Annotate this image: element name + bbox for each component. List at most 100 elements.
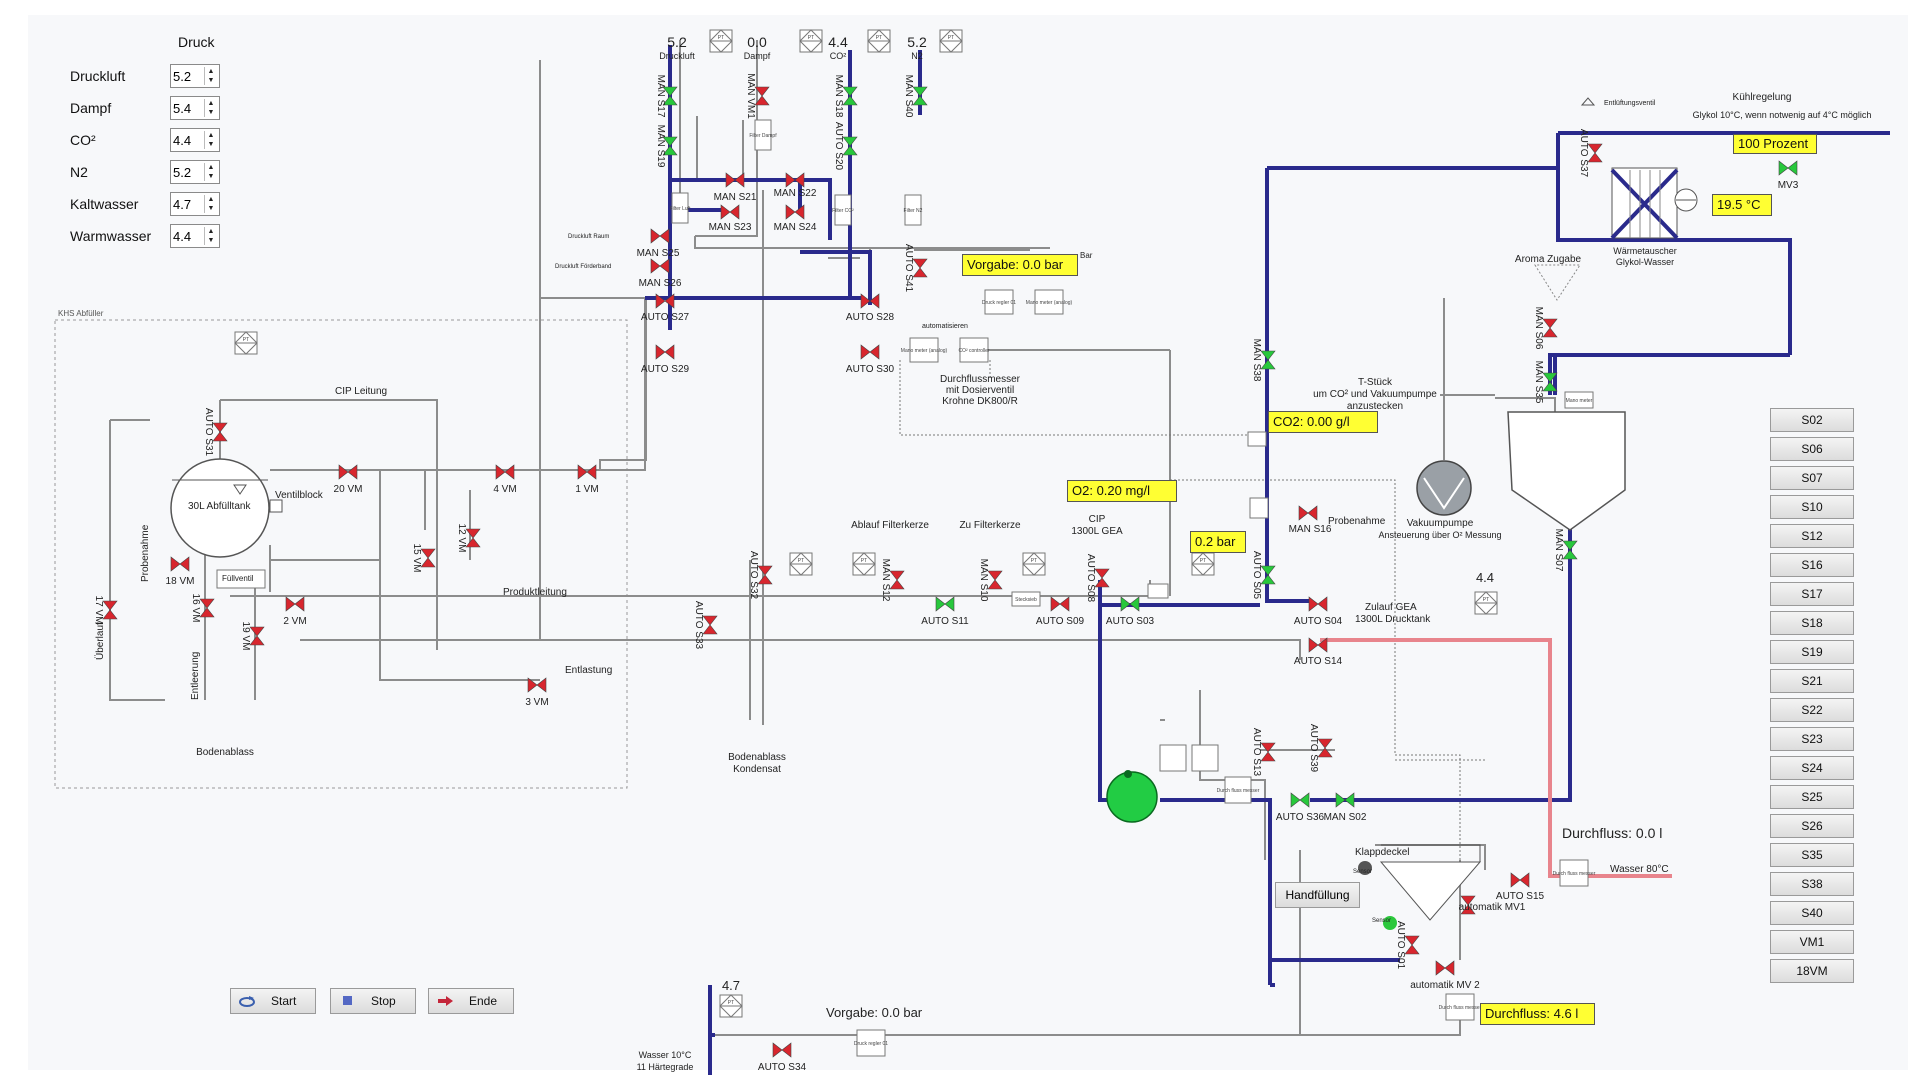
valve-button-s40[interactable]: S40 (1770, 901, 1854, 925)
valve-s12[interactable]: MAN S12 (880, 559, 905, 602)
valve-vm12[interactable]: 12 VM (456, 524, 481, 553)
valve-s27[interactable]: AUTO S27 (641, 293, 690, 323)
pressure-spinner: ▲▼ (170, 224, 220, 248)
valve-button-s12[interactable]: S12 (1770, 524, 1854, 548)
valve-vm19[interactable]: 19 VM (240, 622, 265, 651)
valve-button-vm1[interactable]: VM1 (1770, 930, 1854, 954)
valve-s09[interactable]: AUTO S09 (1036, 596, 1085, 627)
valve-button-s25[interactable]: S25 (1770, 785, 1854, 809)
start-button[interactable]: Start (230, 988, 316, 1014)
arrow-up-icon[interactable]: ▲ (204, 99, 217, 108)
valve-button-s24[interactable]: S24 (1770, 756, 1854, 780)
valve-s04[interactable]: AUTO S04 (1294, 596, 1343, 627)
valve-mv1[interactable]: automatik MV1 (1459, 895, 1526, 915)
valve-s02[interactable]: MAN S02 (1324, 792, 1367, 823)
valve-vm1[interactable]: MAN VM1 (745, 73, 770, 119)
valve-button-s02[interactable]: S02 (1770, 408, 1854, 432)
valve-vm1b[interactable]: 1 VM (575, 464, 599, 495)
valve-s40[interactable]: MAN S40 (903, 75, 928, 118)
valve-vm3[interactable]: 3 VM (525, 677, 549, 708)
arrow-down-icon[interactable]: ▼ (204, 204, 217, 213)
valve-s24[interactable]: MAN S24 (774, 204, 817, 233)
pressure-input[interactable] (173, 163, 203, 181)
pressure-input[interactable] (173, 131, 203, 149)
valve-button-s17[interactable]: S17 (1770, 582, 1854, 606)
valve-s14[interactable]: AUTO S14 (1294, 637, 1343, 667)
valve-s11[interactable]: AUTO S11 (921, 596, 969, 627)
arrow-up-icon[interactable]: ▲ (204, 131, 217, 140)
valve-s17[interactable]: MAN S17 (655, 75, 678, 118)
valve-button-18vm[interactable]: 18VM (1770, 959, 1854, 983)
valve-s05[interactable]: AUTO S05 (1251, 551, 1276, 600)
pressure-input[interactable] (173, 227, 203, 245)
arrow-down-icon[interactable]: ▼ (204, 140, 217, 149)
arrow-up-icon[interactable]: ▲ (204, 195, 217, 204)
valve-s10[interactable]: MAN S10 (978, 559, 1003, 602)
valve-button-s16[interactable]: S16 (1770, 553, 1854, 577)
pressure-input[interactable] (173, 195, 203, 213)
arrow-down-icon[interactable]: ▼ (204, 172, 217, 181)
valve-s23[interactable]: MAN S23 (709, 204, 752, 233)
valve-s18[interactable]: MAN S18 (833, 75, 858, 118)
valve-button-s06[interactable]: S06 (1770, 437, 1854, 461)
valve-s08[interactable]: AUTO S08 (1085, 554, 1110, 603)
valve-s21[interactable]: MAN S21 (714, 172, 757, 203)
handfuellung-button[interactable]: Handfüllung (1275, 882, 1360, 908)
valve-vm16[interactable]: 16 VM (190, 594, 215, 623)
valve-s37[interactable]: AUTO S37 (1578, 129, 1603, 178)
valve-button-s19[interactable]: S19 (1770, 640, 1854, 664)
valve-mv3[interactable]: MV3 (1778, 160, 1799, 191)
valve-s29[interactable]: AUTO S29 (641, 344, 690, 375)
valve-vm4[interactable]: 4 VM (493, 464, 517, 495)
arrow-down-icon[interactable]: ▼ (204, 108, 217, 117)
stop-button[interactable]: Stop (330, 988, 416, 1014)
valve-button-s38[interactable]: S38 (1770, 872, 1854, 896)
valve-s06[interactable]: MAN S06 (1533, 307, 1558, 350)
valve-s16[interactable]: MAN S16 (1289, 505, 1332, 535)
valve-s07[interactable]: MAN S07 (1553, 529, 1578, 572)
valve-button-s23[interactable]: S23 (1770, 727, 1854, 751)
valve-s35[interactable]: MAN S35 (1533, 361, 1558, 404)
valve-s34[interactable]: AUTO S34 (758, 1042, 807, 1073)
valve-s31[interactable]: AUTO S31 (203, 408, 228, 457)
valve-mv2[interactable]: automatik MV 2 (1410, 960, 1480, 991)
valve-vm15[interactable]: 15 VM (411, 544, 436, 573)
valve-s26[interactable]: MAN S26 (639, 258, 682, 289)
valve-s32[interactable]: AUTO S32 (748, 551, 773, 600)
valve-s39[interactable]: AUTO S39 (1308, 724, 1333, 773)
pressure-input[interactable] (173, 99, 203, 117)
valve-s25[interactable]: MAN S25 (637, 228, 680, 259)
valve-button-s22[interactable]: S22 (1770, 698, 1854, 722)
valve-s15[interactable]: AUTO S15 (1496, 872, 1545, 902)
valve-s13[interactable]: AUTO S13 (1251, 728, 1276, 777)
valve-s20[interactable]: AUTO S20 (833, 122, 858, 171)
valve-s01[interactable]: AUTO S01 (1395, 921, 1420, 970)
valve-button-s21[interactable]: S21 (1770, 669, 1854, 693)
valve-button-s10[interactable]: S10 (1770, 495, 1854, 519)
valve-vm20[interactable]: 20 VM (334, 464, 363, 495)
valve-s38[interactable]: MAN S38 (1251, 339, 1276, 382)
valve-vm2[interactable]: 2 VM (283, 596, 307, 627)
valve-s30[interactable]: AUTO S30 (846, 344, 895, 375)
valve-button-s35[interactable]: S35 (1770, 843, 1854, 867)
arrow-up-icon[interactable]: ▲ (204, 163, 217, 172)
valve-s03[interactable]: AUTO S03 (1106, 596, 1155, 627)
valve-s33[interactable]: AUTO S33 (693, 601, 718, 650)
arrow-down-icon[interactable]: ▼ (204, 76, 217, 85)
valve-vm18[interactable]: 18 VM (166, 556, 195, 587)
arrow-up-icon[interactable]: ▲ (204, 227, 217, 236)
valve-button-s18[interactable]: S18 (1770, 611, 1854, 635)
valve-s19[interactable]: MAN S19 (655, 125, 678, 168)
ende-button[interactable]: Ende (428, 988, 514, 1014)
valve-vm17[interactable]: 17 VM (93, 596, 118, 625)
pressure-input[interactable] (173, 67, 203, 85)
valve-button-s07[interactable]: S07 (1770, 466, 1854, 490)
arrow-down-icon[interactable]: ▼ (204, 236, 217, 245)
valve-s22[interactable]: MAN S22 (774, 172, 817, 199)
diagram-label: Wasser 10°C (639, 1050, 692, 1060)
valve-s36[interactable]: AUTO S36 (1276, 792, 1325, 823)
valve-s28[interactable]: AUTO S28 (846, 293, 895, 323)
arrow-up-icon[interactable]: ▲ (204, 67, 217, 76)
valve-s41[interactable]: AUTO S41 (903, 244, 928, 293)
valve-button-s26[interactable]: S26 (1770, 814, 1854, 838)
